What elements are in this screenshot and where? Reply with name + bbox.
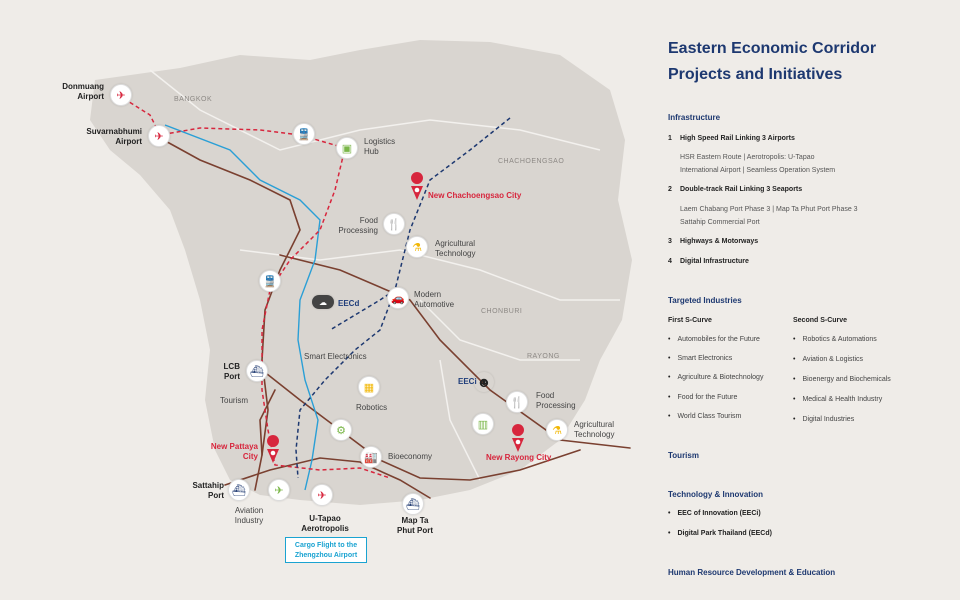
robot-arm-icon[interactable]: ⚙ <box>330 419 352 441</box>
train-icon[interactable]: 🚆 <box>293 123 315 145</box>
first-s-curve-item: Smart Electronics <box>668 355 732 362</box>
second-s-curve-item: Medical & Health Industry <box>793 396 882 403</box>
ship-icon[interactable]: ⛴ <box>246 360 268 382</box>
road <box>261 369 581 481</box>
panel-title-line2: Projects and Initiatives <box>668 66 843 83</box>
second-s-curve-heading: Second S-Curve <box>793 317 848 324</box>
high-speed-rail <box>117 94 391 479</box>
pin-dot <box>270 450 276 456</box>
train-icon[interactable]: 🚆 <box>259 270 281 292</box>
land-region <box>90 40 632 505</box>
province-rayong: RAYONG <box>527 353 560 360</box>
airport-icon[interactable]: ✈ <box>110 84 132 106</box>
cloud-server-icon: ☁ <box>312 295 334 309</box>
road <box>159 137 301 491</box>
brain-head-icon: ☻ <box>474 372 494 392</box>
province-border <box>439 359 481 481</box>
chip-icon[interactable]: ▦ <box>358 376 380 398</box>
road <box>224 457 431 499</box>
eec-map <box>90 40 632 505</box>
infrastructure-heading: Infrastructure <box>668 113 721 122</box>
double-track-rail <box>329 289 396 331</box>
hr-heading: Human Resource Development & Education <box>668 568 836 577</box>
label-smart-electronics: Smart Electronics <box>304 352 367 361</box>
second-s-curve-item: Digital Industries <box>793 416 854 423</box>
airport-icon[interactable]: ✈ <box>148 125 170 147</box>
label-eeci: EECi <box>458 377 477 386</box>
tech-item-eecd: Digital Park Thailand (EECd) <box>668 530 772 537</box>
pin-dot <box>414 187 420 193</box>
label-tourism: Tourism <box>220 396 249 405</box>
plane-icon[interactable]: ✈ <box>268 479 290 501</box>
pin-dot <box>515 439 521 445</box>
new-pattaya-pin <box>267 435 280 463</box>
food-icon[interactable]: 🍴 <box>383 213 405 235</box>
airport-icon[interactable]: ✈ <box>311 484 333 506</box>
first-s-curve-heading: First S-Curve <box>668 317 712 324</box>
double-track-rail <box>295 117 511 479</box>
infra-item-2-detail: Laem Chabang Port Phase 3 | Map Ta Phut … <box>680 206 858 226</box>
province-bangkok: BANGKOK <box>174 96 213 103</box>
logistics-box-icon[interactable]: ▣ <box>336 137 358 159</box>
province-chachoengsao: CHACHOENGSAO <box>498 158 565 165</box>
first-s-curve-item: Food for the Future <box>668 394 737 401</box>
first-s-curve-item: World Class Tourism <box>668 413 741 420</box>
car-icon[interactable]: 🚗 <box>387 287 409 309</box>
building-icon[interactable]: ▥ <box>472 413 494 435</box>
new-chachoengsao-pin <box>411 172 424 200</box>
ship-icon[interactable]: ⛴ <box>228 479 250 501</box>
agri-flask-icon[interactable]: ⚗ <box>406 236 428 258</box>
tech-item-eeci: EEC of Innovation (EECi) <box>668 510 760 517</box>
label-bioeconomy: Bioeconomy <box>388 452 433 461</box>
food-icon[interactable]: 🍴 <box>506 391 528 413</box>
second-s-curve-item: Robotics & Automations <box>793 336 876 343</box>
label-eecd: EECd <box>338 299 360 308</box>
targeted-industries-heading: Targeted Industries <box>668 296 742 305</box>
first-s-curve-item: Automobiles for the Future <box>668 336 760 343</box>
factory-icon[interactable]: 🏭 <box>360 446 382 468</box>
province-border <box>419 299 580 361</box>
river <box>164 124 321 491</box>
tourism-heading: Tourism <box>668 451 699 460</box>
new-rayong-pin <box>512 424 525 452</box>
ship-icon[interactable]: ⛴ <box>402 493 424 515</box>
label-new-rayong: New Rayong City <box>486 453 552 462</box>
second-s-curve-item: Bioenergy and Biochemicals <box>793 376 890 383</box>
province-border <box>149 69 601 151</box>
label-robotics: Robotics <box>356 403 388 412</box>
agri-flask-icon[interactable]: ⚗ <box>546 419 568 441</box>
province-border <box>239 249 620 301</box>
first-s-curve-item: Agriculture & Biotechnology <box>668 374 763 381</box>
second-s-curve-item: Aviation & Logistics <box>793 356 863 363</box>
label-new-chachoengsao: New Chachoengsao City <box>428 191 522 200</box>
province-chonburi: CHONBURI <box>481 308 523 315</box>
legend-panel: Eastern Economic Corridor Projects and I… <box>668 36 948 88</box>
tech-innovation-heading: Technology & Innovation <box>668 490 763 499</box>
infra-item-1-detail: HSR Eastern Route | Aerotropolis: U-Tapa… <box>680 154 836 174</box>
road <box>259 389 276 456</box>
panel-title-line1: Eastern Economic Corridor <box>668 40 877 57</box>
